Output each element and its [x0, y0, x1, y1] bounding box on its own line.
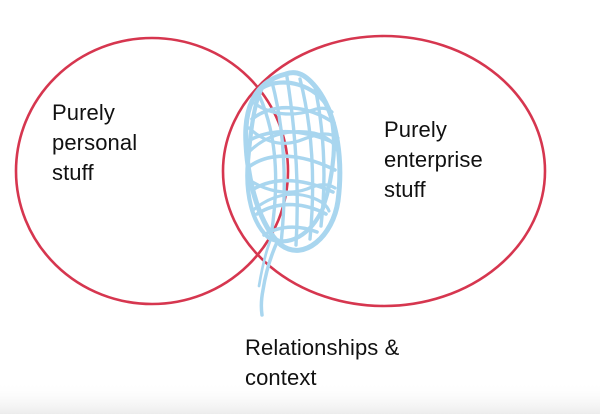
left-circle-label: Purely personal stuff	[52, 100, 138, 185]
overlap-scribble	[243, 70, 343, 317]
right-circle-label: Purely enterprise stuff	[384, 117, 483, 202]
overlap-label: Relationships & context	[245, 335, 400, 390]
right-circle	[221, 34, 547, 308]
bottom-fade	[0, 382, 600, 414]
left-circle	[14, 36, 290, 306]
